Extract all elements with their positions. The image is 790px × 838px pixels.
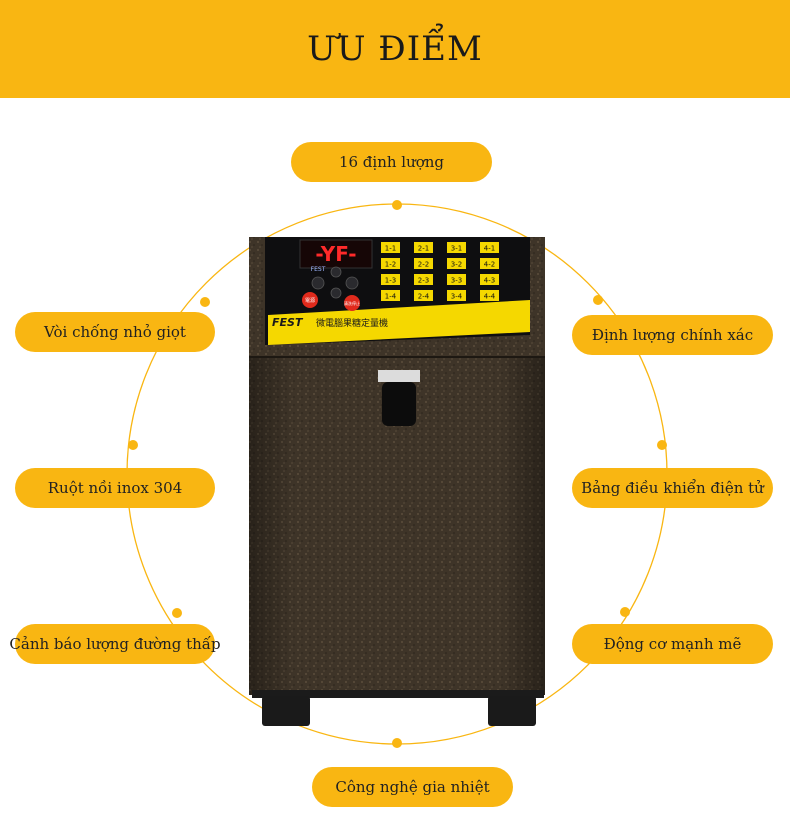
nav-left-button <box>311 276 325 290</box>
key-label-4-4: 4-4 <box>484 293 496 301</box>
key-3-2 <box>447 258 466 269</box>
key-4-1 <box>480 242 499 253</box>
spout-front <box>382 382 416 426</box>
nav-up-button <box>330 266 342 278</box>
key-3-3 <box>447 274 466 285</box>
key-label-1-4: 1-4 <box>385 293 397 301</box>
keypad: 1-1 2-1 3-1 4-1 1-2 2-2 3-2 4-2 1-3 2-3 3-3 4-3 1-4 2… <box>381 242 499 301</box>
display-screen <box>299 239 373 269</box>
key-4-4 <box>480 290 499 301</box>
feature-bottom: Công nghệ gia nhiệt <box>312 767 513 807</box>
key-4-2 <box>480 258 499 269</box>
nav-down-button <box>330 287 342 299</box>
spout-collar-front <box>378 370 420 382</box>
machine-base <box>252 690 544 698</box>
left-foot <box>262 696 310 726</box>
nav-buttons <box>311 266 359 299</box>
ring-dot <box>392 200 402 210</box>
key-label-4-2: 4-2 <box>484 261 495 269</box>
ring-dot <box>593 295 603 305</box>
key-label-1-1: 1-1 <box>385 245 396 253</box>
key-label-2-2: 2-2 <box>418 261 429 269</box>
nav-right-button <box>345 276 359 290</box>
key-1-3 <box>381 274 400 285</box>
feature-left-3: Cảnh báo lượng đường thấp <box>9 624 221 664</box>
key-label-2-4: 2-4 <box>418 293 430 301</box>
feature-right-1: Định lượng chính xác <box>572 315 773 355</box>
key-3-1 <box>447 242 466 253</box>
ring-dot <box>172 608 182 618</box>
key-label-3-2: 3-2 <box>451 261 462 269</box>
ring-dot <box>200 297 210 307</box>
key-label-2-3: 2-3 <box>418 277 429 285</box>
key-label-1-3: 1-3 <box>385 277 396 285</box>
ring-dot <box>620 607 630 617</box>
key-label-3-4: 3-4 <box>451 293 463 301</box>
key-2-2 <box>414 258 433 269</box>
feature-top: 16 định lượng <box>291 142 492 182</box>
key-2-4 <box>414 290 433 301</box>
key-label-3-1: 3-1 <box>451 245 462 253</box>
header-banner: ƯU ĐIỂM <box>0 0 790 98</box>
ring-dot <box>128 440 138 450</box>
power-label: 電源 <box>305 297 315 304</box>
right-foot <box>488 696 536 726</box>
brand-chinese-label: 微電腦果糖定量機 <box>316 317 388 329</box>
key-label-1-2: 1-2 <box>385 261 396 269</box>
power-button <box>302 292 318 308</box>
key-label-2-1: 2-1 <box>418 245 429 253</box>
feature-right-3: Động cơ mạnh mẽ <box>572 624 773 664</box>
feature-left-2: Ruột nồi inox 304 <box>15 468 215 508</box>
key-1-1 <box>381 242 400 253</box>
feature-right-2: Bảng điều khiển điện tử <box>572 468 773 508</box>
key-1-2 <box>381 258 400 269</box>
feature-left-1: Vòi chống nhỏ giọt <box>15 312 215 352</box>
key-4-3 <box>480 274 499 285</box>
ring-dot <box>657 440 667 450</box>
key-3-4 <box>447 290 466 301</box>
display-readout: -YF- <box>315 242 356 266</box>
stop-button <box>344 295 360 311</box>
key-label-4-3: 4-3 <box>484 277 495 285</box>
key-2-3 <box>414 274 433 285</box>
key-label-4-1: 4-1 <box>484 245 495 253</box>
display-sub-label: FEST <box>311 266 326 273</box>
page-title: ƯU ĐIỂM <box>307 29 483 69</box>
ring-dot <box>392 738 402 748</box>
key-label-3-3: 3-3 <box>451 277 462 285</box>
stop-label: 清洗停止 <box>344 300 360 306</box>
panel-yellow-strip <box>268 300 530 345</box>
key-1-4 <box>381 290 400 301</box>
brand-logo: FEST <box>272 316 304 329</box>
key-2-1 <box>414 242 433 253</box>
